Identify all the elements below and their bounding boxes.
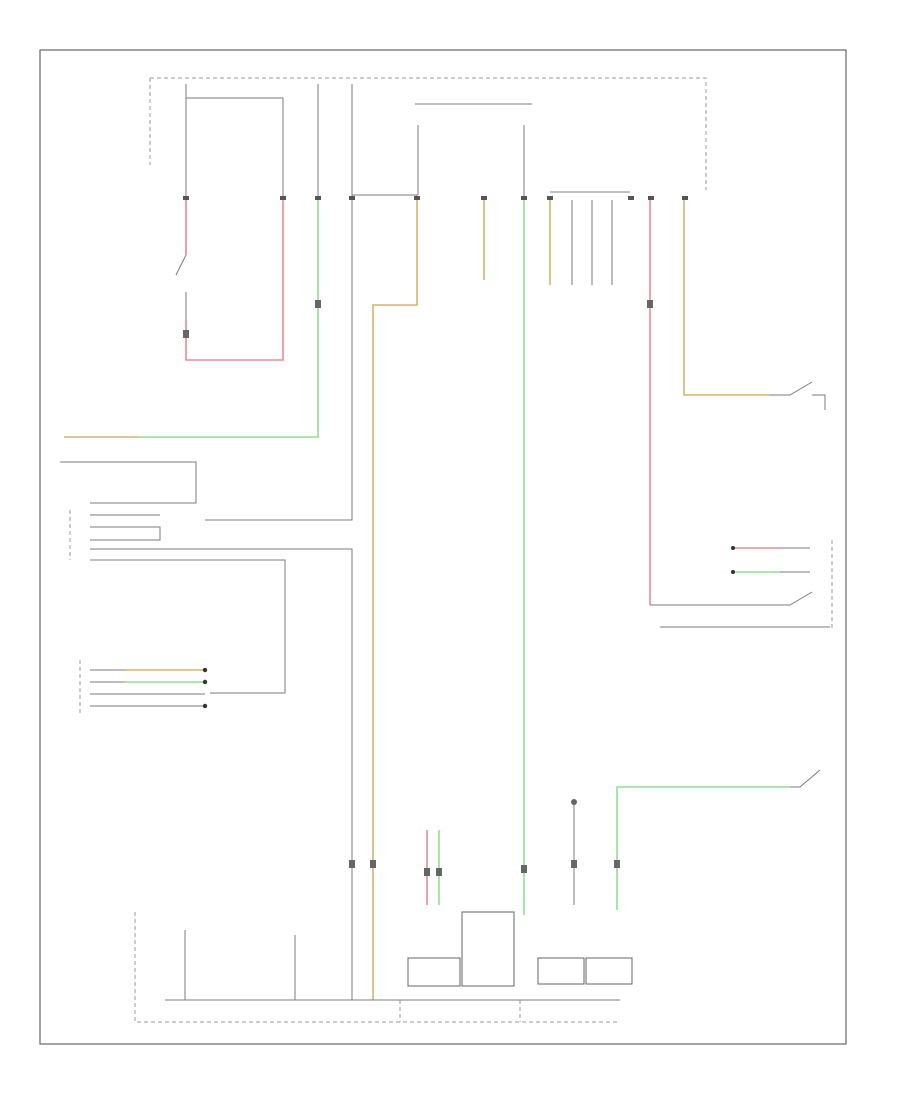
wire-red-stoplamp — [185, 200, 284, 361]
wire-tan-right — [683, 200, 770, 396]
clutch-switch-group — [650, 540, 833, 630]
fuse-block-outline — [149, 77, 707, 190]
diagram-frame — [39, 49, 847, 1045]
wire-green-left — [140, 200, 319, 438]
pcm-connector — [79, 660, 208, 715]
fuse-feed-left — [185, 84, 284, 200]
lower-right-switch-icon — [790, 769, 821, 788]
fuse-feed-mid — [205, 84, 353, 521]
bottom-gnd-lines — [165, 930, 620, 1001]
fuse-plugs — [183, 196, 688, 200]
stoplamp-switch-icon — [175, 254, 187, 320]
bottom-module-outline — [134, 912, 620, 1023]
right-switch-icon — [770, 381, 826, 410]
inline-connectors — [183, 300, 653, 876]
ecm-boxes — [407, 911, 633, 987]
fuse-feed-right — [417, 125, 525, 200]
wire-tan-center — [372, 200, 418, 1000]
fuse-feed-mid-2 — [352, 194, 418, 200]
left-harness-lines — [60, 461, 353, 1000]
wire-green-lower-right — [616, 786, 790, 910]
wire-group-gray — [550, 191, 630, 285]
